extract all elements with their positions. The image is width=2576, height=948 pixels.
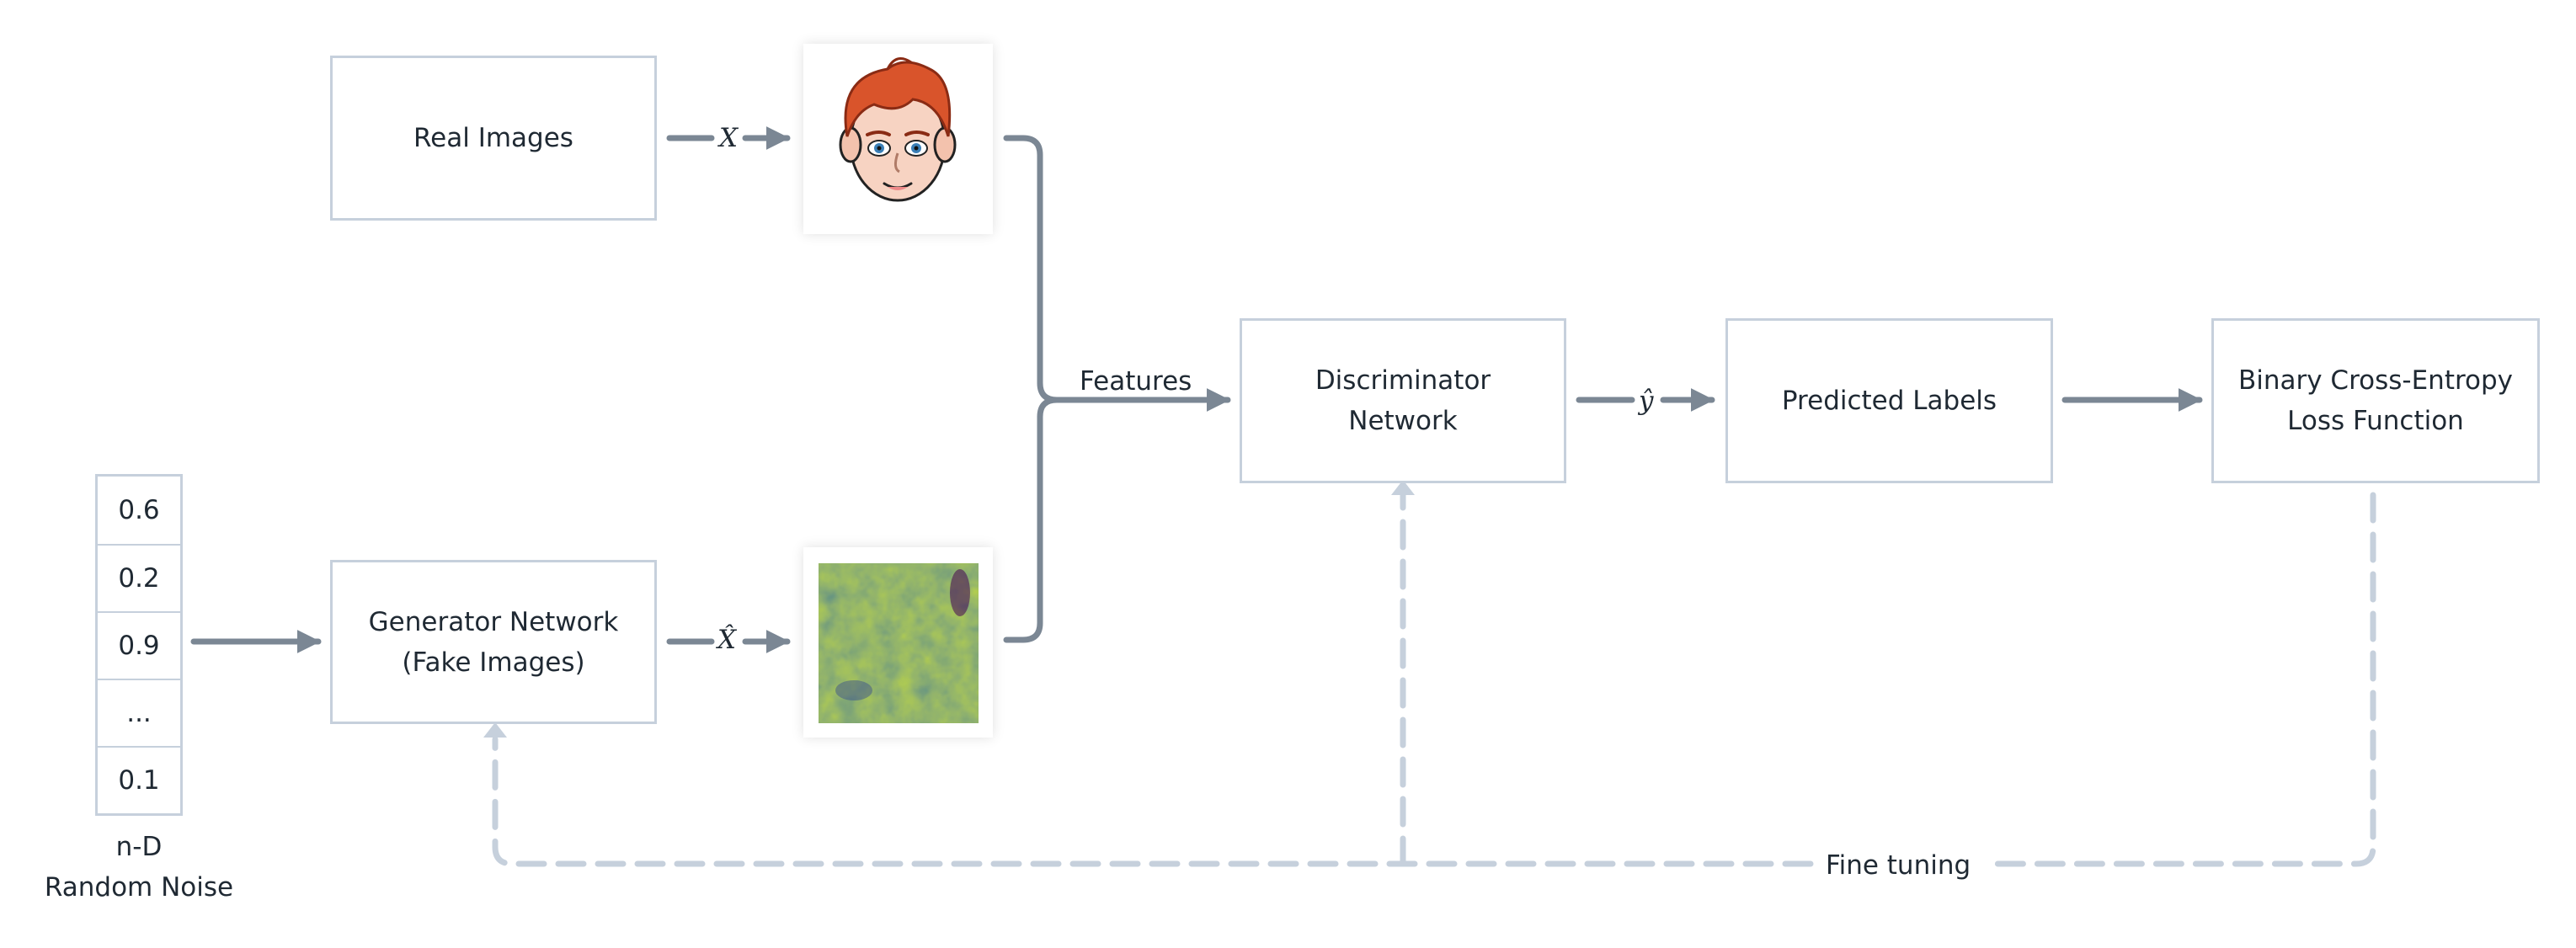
real-image-card: [803, 44, 993, 234]
fake-image-card: [803, 547, 993, 738]
noise-caption-line1: n-D: [115, 832, 163, 862]
predicted-labels-label: Predicted Labels: [1781, 386, 1997, 416]
noise-cell: 0.1: [98, 746, 180, 813]
loss-function-box: Binary Cross-Entropy Loss Function: [2211, 318, 2540, 483]
noise-cell: 0.6: [118, 495, 160, 525]
noise-vector: 0.6 0.2 0.9 ... 0.1: [95, 474, 183, 816]
predicted-labels-box: Predicted Labels: [1725, 318, 2053, 483]
noise-cell: 0.9: [98, 611, 180, 679]
y-hat-label: ŷ: [1639, 386, 1654, 416]
generated-noise-image: [819, 563, 979, 723]
generator-label-line1: Generator Network: [368, 606, 619, 637]
real-images-label: Real Images: [413, 123, 573, 153]
fine-tuning-loop: [492, 492, 2376, 867]
generator-network-box: Generator Network (Fake Images): [330, 560, 657, 724]
noise-caption: n-D Random Noise: [17, 827, 261, 908]
loss-label-line2: Loss Function: [2287, 406, 2464, 436]
discriminator-label-line2: Network: [1348, 406, 1458, 436]
features-label: Features: [1080, 366, 1192, 397]
noise-cell: ...: [98, 679, 180, 746]
real-images-box: Real Images: [330, 56, 657, 221]
discriminator-network-box: Discriminator Network: [1240, 318, 1566, 483]
discriminator-label-line1: Discriminator: [1315, 365, 1491, 396]
loss-label-line1: Binary Cross-Entropy: [2237, 365, 2514, 396]
generator-label-line2: (Fake Images): [402, 647, 585, 678]
dashed-arrowhead-generator: [483, 722, 507, 738]
x-label: X: [719, 123, 739, 153]
fine-tuning-label: Fine tuning: [1826, 850, 1971, 881]
x-hat-label: X̂: [717, 625, 737, 655]
noise-caption-line2: Random Noise: [44, 872, 234, 903]
dashed-arrowhead-discriminator: [1391, 480, 1415, 495]
noise-cell: 0.2: [98, 544, 180, 611]
features-bracket: [1003, 135, 1098, 643]
face-illustration: [839, 57, 957, 202]
